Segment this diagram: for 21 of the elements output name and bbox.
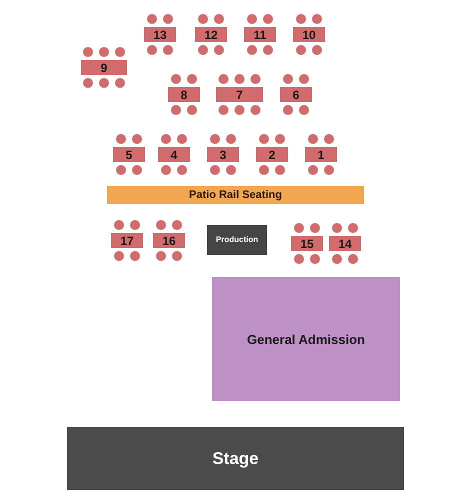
table: 7 [216, 87, 263, 102]
table: 16 [153, 233, 185, 248]
table: 4 [158, 147, 190, 162]
general-admission-area: General Admission [212, 277, 400, 401]
stage: Stage [67, 427, 404, 490]
table: 5 [113, 147, 145, 162]
table: 3 [207, 147, 239, 162]
table: 15 [291, 236, 323, 251]
table: 6 [280, 87, 312, 102]
patio-rail-section: Patio Rail Seating [107, 186, 364, 204]
table: 9 [81, 60, 127, 75]
table: 14 [329, 236, 361, 251]
table: 13 [144, 27, 176, 42]
production-booth: Production [207, 225, 267, 255]
table: 17 [111, 233, 143, 248]
table: 8 [168, 87, 200, 102]
table: 1 [305, 147, 337, 162]
table: 11 [244, 27, 276, 42]
table: 2 [256, 147, 288, 162]
table: 10 [293, 27, 325, 42]
table: 12 [195, 27, 227, 42]
